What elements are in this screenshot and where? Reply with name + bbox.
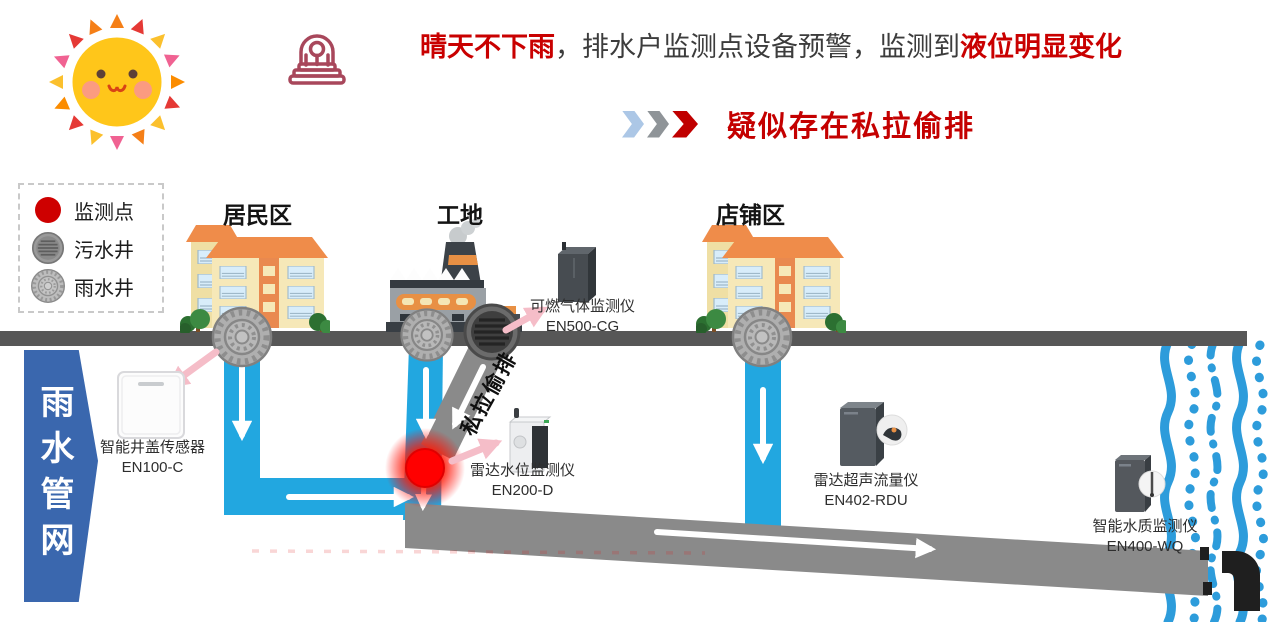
device-name: 智能井盖传感器 (99, 439, 205, 456)
headline-middle: ，排水户监测点设备预警，监测到 (555, 32, 960, 62)
device-label-water-level: 雷达水位监测仪 EN200-D (455, 461, 590, 500)
alarm-siren-icon (288, 34, 346, 85)
water-quality-monitor-device (1115, 455, 1166, 512)
conclusion-line: 疑似存在私拉偷排 (622, 103, 975, 145)
legend-item-sewage-well: 污水井 (20, 229, 162, 267)
rain-well-icon (30, 268, 66, 304)
device-model: EN200-D (491, 481, 554, 499)
legend-label: 监测点 (74, 201, 134, 224)
gas-monitor-device (558, 242, 596, 302)
device-model: EN400-WQ (1106, 537, 1184, 555)
legend-item-monitoring-point: 监测点 (20, 191, 162, 229)
conclusion-text: 疑似存在私拉偷排 (727, 111, 976, 143)
legend-label: 污水井 (74, 239, 134, 262)
headline-highlight-start: 晴天不下雨 (420, 32, 555, 62)
device-model: EN402-RDU (824, 491, 908, 509)
device-name: 智能水质监测仪 (1092, 518, 1198, 535)
main-discharge-pipe (405, 503, 1208, 596)
legend-item-rain-well: 雨水井 (20, 267, 162, 305)
headline-highlight-end: 液位明显变化 (960, 32, 1122, 62)
monitoring-point-icon (35, 197, 61, 223)
banner-text: 雨水管网 (35, 384, 73, 568)
device-model: EN500-CG (545, 317, 620, 335)
legend-label: 雨水井 (74, 277, 134, 300)
chevron-icon (622, 110, 644, 138)
sewage-well-icon (31, 231, 65, 265)
device-model: EN100-C (121, 458, 184, 476)
device-name: 雷达超声流量仪 (813, 472, 919, 489)
rain-well-residential (213, 308, 271, 366)
road (0, 331, 1247, 346)
chevron-icon (647, 110, 669, 138)
sun-icon (49, 14, 185, 150)
flow-meter-device (840, 402, 908, 466)
zone-label-residential: 居民区 (223, 202, 292, 228)
illegal-discharge-pipe (421, 330, 509, 460)
manhole-sensor-device (117, 371, 185, 439)
flow-arrows (231, 361, 937, 559)
rain-well-site (401, 309, 452, 360)
river-outlet-icon (1200, 547, 1260, 611)
device-label-manhole-sensor: 智能井盖传感器 EN100-C (80, 438, 225, 477)
water-level-monitor-device (508, 408, 552, 473)
device-label-flow-meter: 雷达超声流量仪 EN402-RDU (796, 471, 936, 510)
rain-well-shop (733, 308, 791, 366)
faint-red-dashes (251, 549, 706, 555)
legend: 监测点 污水井 雨水井 (18, 183, 164, 313)
device-label-gas-monitor: 可燃气体监测仪 EN500-CG (515, 297, 650, 336)
device-name: 雷达水位监测仪 (469, 462, 575, 479)
device-label-water-quality: 智能水质监测仪 EN400-WQ (1075, 517, 1215, 556)
chevron-icon (672, 110, 698, 138)
monitoring-point (385, 428, 465, 508)
alert-headline: 晴天不下雨，排水户监测点设备预警，监测到液位明显变化 (420, 30, 1122, 65)
rainwater-network-banner: 雨水管网 (24, 350, 98, 602)
device-name: 可燃气体监测仪 (529, 298, 635, 315)
zone-label-shops: 店铺区 (716, 202, 785, 228)
zone-label-construction-site: 工地 (437, 202, 483, 228)
